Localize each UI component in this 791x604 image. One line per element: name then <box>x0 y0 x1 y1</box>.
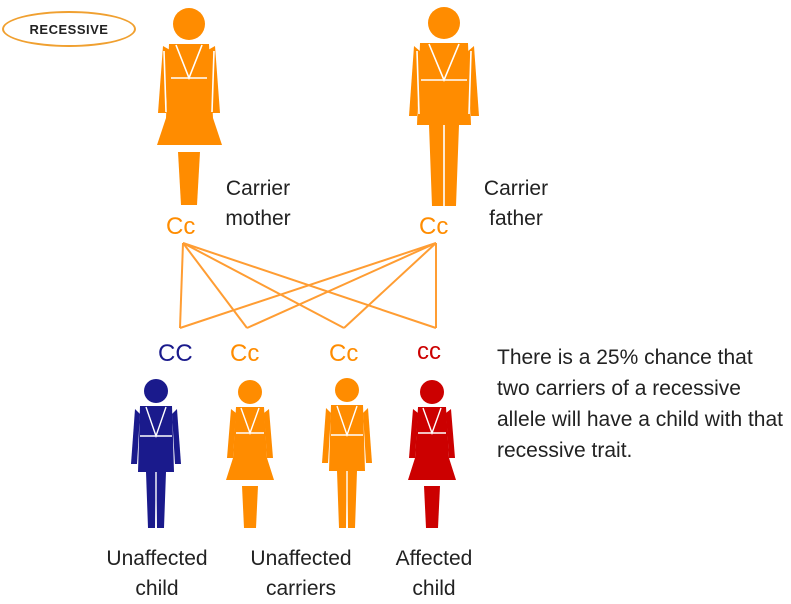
child-genotype-3: Cc <box>329 340 359 367</box>
cross-line-p0-c0 <box>179 242 184 329</box>
child-carrier-figure-1 <box>226 380 274 528</box>
father-genotype: Cc <box>419 213 449 240</box>
child-unaffected-figure <box>131 379 181 528</box>
father-label-line2: father <box>489 207 543 230</box>
child-genotype-4: cc <box>417 338 441 365</box>
cross-lines-group <box>179 242 437 329</box>
caption-unaffected-carriers-line1: Unaffected <box>250 547 352 570</box>
mother-label: Carrier mother <box>218 174 298 234</box>
caption-affected-child: Affected child <box>374 544 494 604</box>
caption-unaffected-carriers-line2: carriers <box>265 577 336 600</box>
cross-line-p1-c1 <box>246 242 437 329</box>
recessive-badge: RECESSIVE <box>2 11 136 47</box>
mother-genotype: Cc <box>166 213 196 240</box>
mother-figure <box>157 8 222 205</box>
caption-unaffected-carriers: Unaffected carriers <box>236 544 366 604</box>
caption-unaffected-child: Unaffected child <box>92 544 222 604</box>
father-label-line1: Carrier <box>483 177 549 200</box>
caption-unaffected-child-line1: Unaffected <box>106 547 208 570</box>
child-genotype-2: Cc <box>230 340 260 367</box>
child-carrier-figure-2 <box>322 378 372 528</box>
mother-label-line2: mother <box>225 207 291 230</box>
cross-line-p1-c2 <box>343 242 437 329</box>
cross-line-p0-c1 <box>182 242 248 329</box>
caption-affected-child-line1: Affected <box>395 547 473 570</box>
child-genotype-1: CC <box>158 340 193 367</box>
caption-unaffected-child-line2: child <box>135 577 179 600</box>
father-label: Carrier father <box>476 174 556 234</box>
father-figure <box>409 7 479 206</box>
caption-affected-child-line2: child <box>412 577 456 600</box>
explanation-note: There is a 25% chance that two carriers … <box>497 346 783 462</box>
cross-line-p0-c2 <box>182 242 345 329</box>
child-affected-figure <box>408 380 456 528</box>
cross-line-p1-c0 <box>179 242 437 329</box>
mother-label-line1: Carrier <box>225 177 291 200</box>
